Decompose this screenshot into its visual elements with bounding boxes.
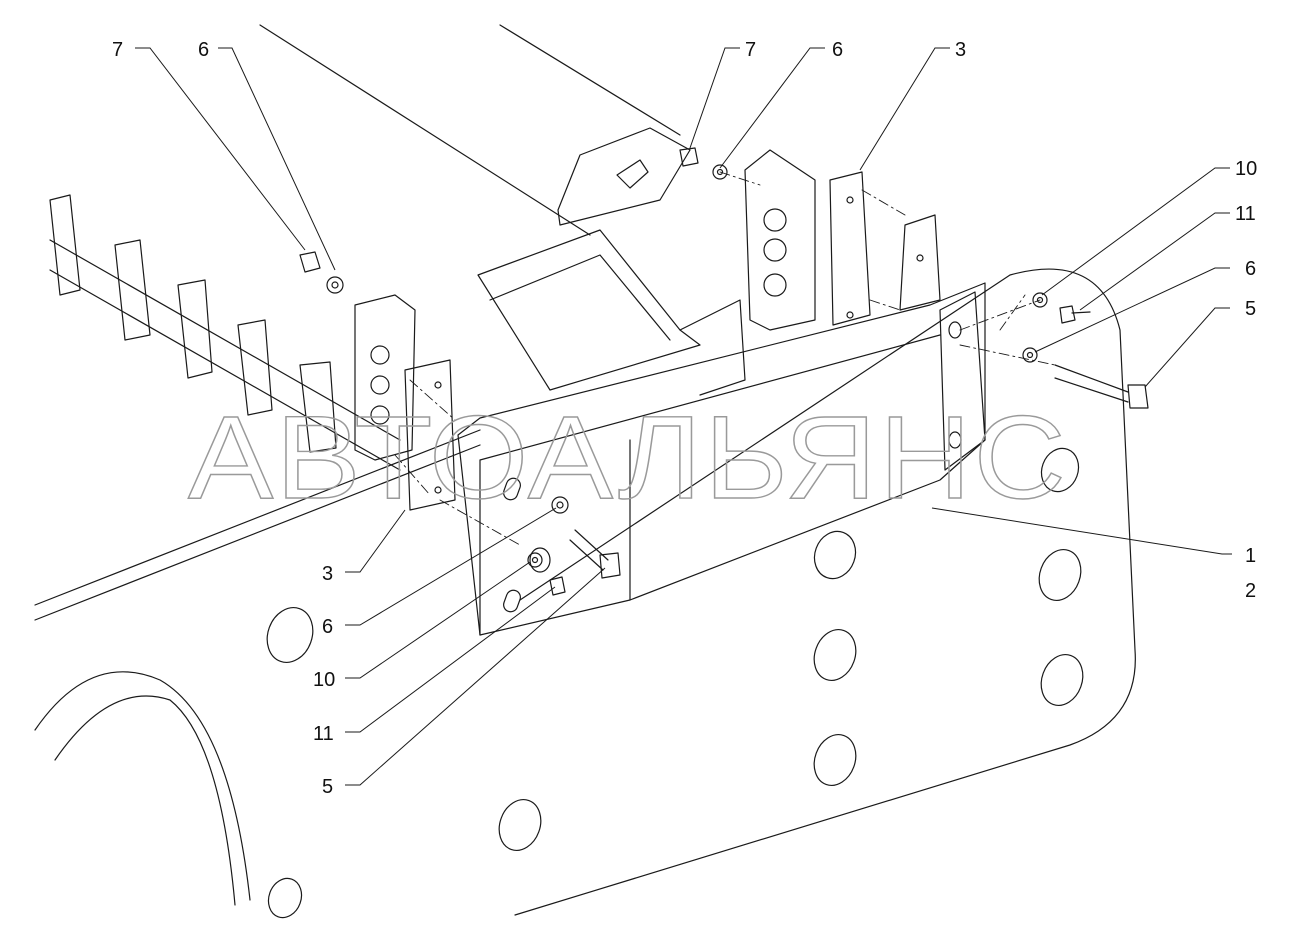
watermark-text: АВТОАЛЬЯНС — [188, 392, 1068, 524]
frame-beam — [34, 429, 481, 621]
frame-holes — [266, 447, 1084, 919]
callout-6-bottom: 6 — [322, 616, 333, 638]
callout-5-bottom: 5 — [322, 776, 333, 798]
callout-6-left: 6 — [198, 39, 209, 61]
plate-3-left — [404, 359, 456, 511]
callout-3-bottom: 3 — [322, 563, 333, 585]
callout-2-right: 2 — [1245, 580, 1256, 602]
fasteners — [299, 147, 1149, 596]
callout-6-top: 6 — [832, 39, 843, 61]
tow-plate — [557, 127, 691, 226]
callout-7-left: 7 — [112, 39, 123, 61]
callout-6-right: 6 — [1245, 258, 1256, 280]
small-bracket — [899, 214, 941, 311]
callout-1-right: 1 — [1245, 545, 1256, 567]
callout-3-top: 3 — [955, 39, 966, 61]
callout-5-right: 5 — [1245, 298, 1256, 320]
callout-11-bottom: 11 — [313, 723, 334, 745]
drawing-lines — [34, 24, 1149, 919]
wheel-arc — [34, 671, 251, 901]
plate-3-right — [829, 171, 871, 326]
stand-right — [744, 149, 816, 331]
callout-7-top: 7 — [745, 39, 756, 61]
comb-bracket — [49, 194, 401, 471]
stand-left — [354, 294, 416, 461]
callout-labels: 7 6 7 6 3 10 11 6 5 1 2 3 6 10 11 5 — [112, 39, 1257, 798]
assembly-lines — [394, 171, 1056, 546]
callout-10-right: 10 — [1235, 158, 1257, 180]
callout-11-right: 11 — [1235, 203, 1256, 225]
callout-leaders — [135, 47, 1232, 786]
beam-slots — [503, 477, 551, 613]
callout-10-bottom: 10 — [313, 669, 335, 691]
frame-plate — [514, 268, 1136, 916]
